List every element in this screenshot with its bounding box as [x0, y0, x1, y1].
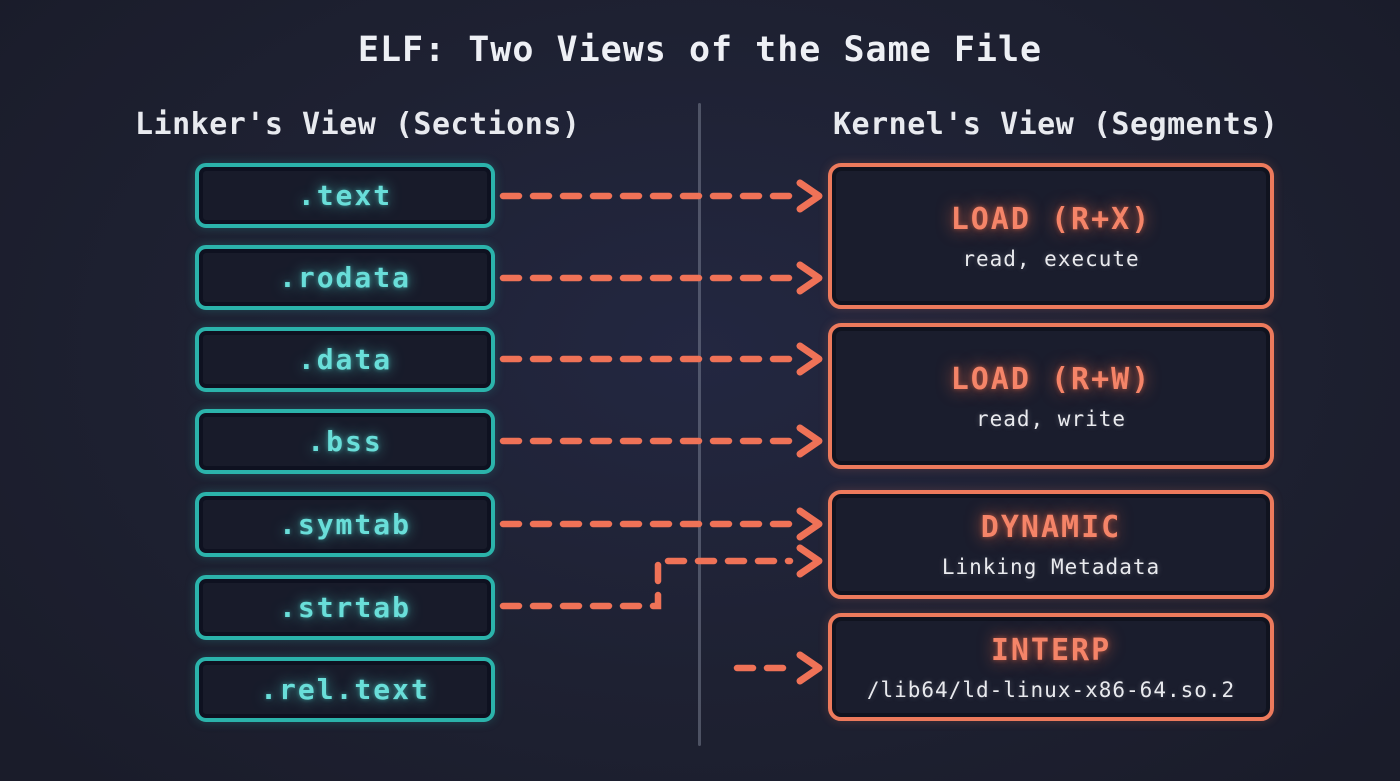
section-label: .symtab [278, 508, 411, 541]
segment-box-dynamic: DYNAMIC Linking Metadata [828, 490, 1274, 599]
section-label: .text [297, 179, 393, 212]
segment-name: INTERP [990, 632, 1112, 668]
section-label: .rodata [278, 261, 411, 294]
section-box-strtab: .strtab [195, 575, 495, 640]
section-box-rel-text: .rel.text [195, 657, 495, 722]
section-label: .bss [307, 425, 383, 458]
arrow-to-interp [733, 651, 823, 685]
arrow-data-to-load-rw [499, 342, 823, 376]
segment-detail: Linking Metadata [941, 555, 1161, 579]
diagram-title: ELF: Two Views of the Same File [357, 30, 1043, 70]
arrow-bss-to-load-rw [499, 424, 823, 458]
section-label: .strtab [278, 591, 411, 624]
section-box-rodata: .rodata [195, 245, 495, 310]
segment-name: DYNAMIC [980, 510, 1122, 545]
segment-name: LOAD (R+W) [950, 361, 1152, 397]
section-box-symtab: .symtab [195, 492, 495, 557]
arrow-text-to-load-rx [499, 179, 823, 213]
section-box-data: .data [195, 327, 495, 392]
arrow-strtab-to-dynamic [499, 544, 823, 610]
section-label: .data [297, 343, 393, 376]
segment-detail: /lib64/ld-linux-x86-64.so.2 [866, 677, 1236, 702]
left-column-header: Linker's View (Sections) [135, 107, 581, 142]
right-column-header: Kernel's View (Segments) [833, 107, 1279, 142]
segment-box-load-rx: LOAD (R+X) read, execute [828, 163, 1274, 309]
section-label: .rel.text [260, 673, 430, 706]
column-divider [698, 103, 701, 746]
segment-box-load-rw: LOAD (R+W) read, write [828, 323, 1274, 469]
section-box-bss: .bss [195, 409, 495, 474]
segment-detail: read, execute [962, 246, 1140, 271]
segment-detail: read, write [975, 406, 1127, 431]
arrow-symtab-to-dynamic [499, 507, 823, 541]
segment-box-interp: INTERP /lib64/ld-linux-x86-64.so.2 [828, 613, 1274, 721]
section-box-text: .text [195, 163, 495, 228]
arrow-rodata-to-load-rx [499, 261, 823, 295]
segment-name: LOAD (R+X) [950, 201, 1152, 237]
